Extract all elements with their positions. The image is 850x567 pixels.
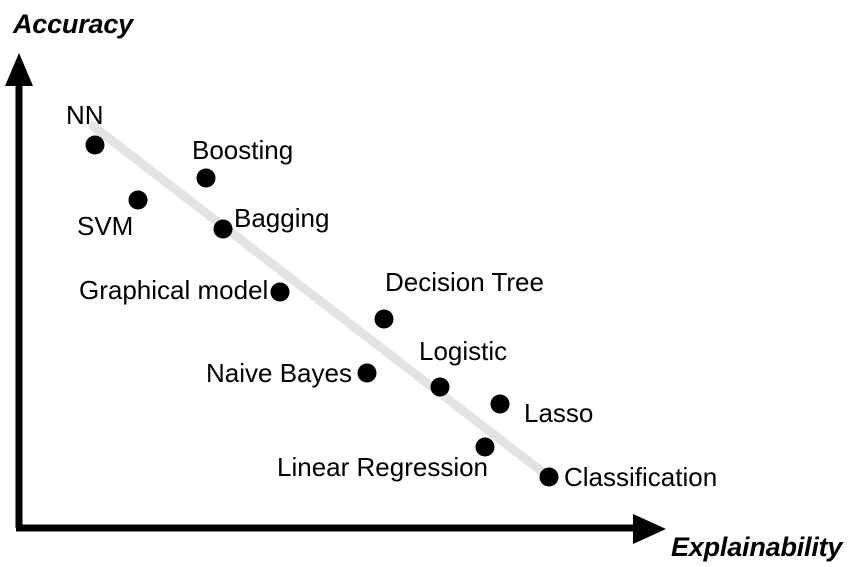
x-axis xyxy=(16,514,666,544)
data-point-label: Boosting xyxy=(192,135,294,165)
data-point-label: Logistic xyxy=(419,336,508,366)
data-points-group xyxy=(85,135,559,487)
data-point[interactable] xyxy=(85,135,105,155)
data-point[interactable] xyxy=(128,190,148,210)
data-point[interactable] xyxy=(430,377,450,397)
data-point[interactable] xyxy=(270,282,290,302)
y-axis xyxy=(5,53,33,528)
data-point-label: Graphical model xyxy=(79,275,269,305)
trendline xyxy=(88,121,554,482)
data-point-label: Classification xyxy=(564,462,718,492)
y-axis-title: Accuracy xyxy=(13,9,133,39)
x-axis-title: Explainability xyxy=(671,532,843,562)
data-point[interactable] xyxy=(475,437,495,457)
data-point[interactable] xyxy=(539,467,559,487)
data-point[interactable] xyxy=(196,168,216,188)
data-point-label: Naive Bayes xyxy=(206,358,352,388)
data-point[interactable] xyxy=(213,219,233,239)
data-point-label: Linear Regression xyxy=(277,452,489,482)
data-point[interactable] xyxy=(490,394,510,414)
data-point-label: SVM xyxy=(77,211,134,241)
data-point-label: NN xyxy=(66,100,104,130)
data-point-label: Lasso xyxy=(524,398,594,428)
data-point-label: Decision Tree xyxy=(385,267,544,297)
data-point-label: Bagging xyxy=(234,203,330,233)
data-point[interactable] xyxy=(374,309,394,329)
data-point[interactable] xyxy=(357,363,377,383)
